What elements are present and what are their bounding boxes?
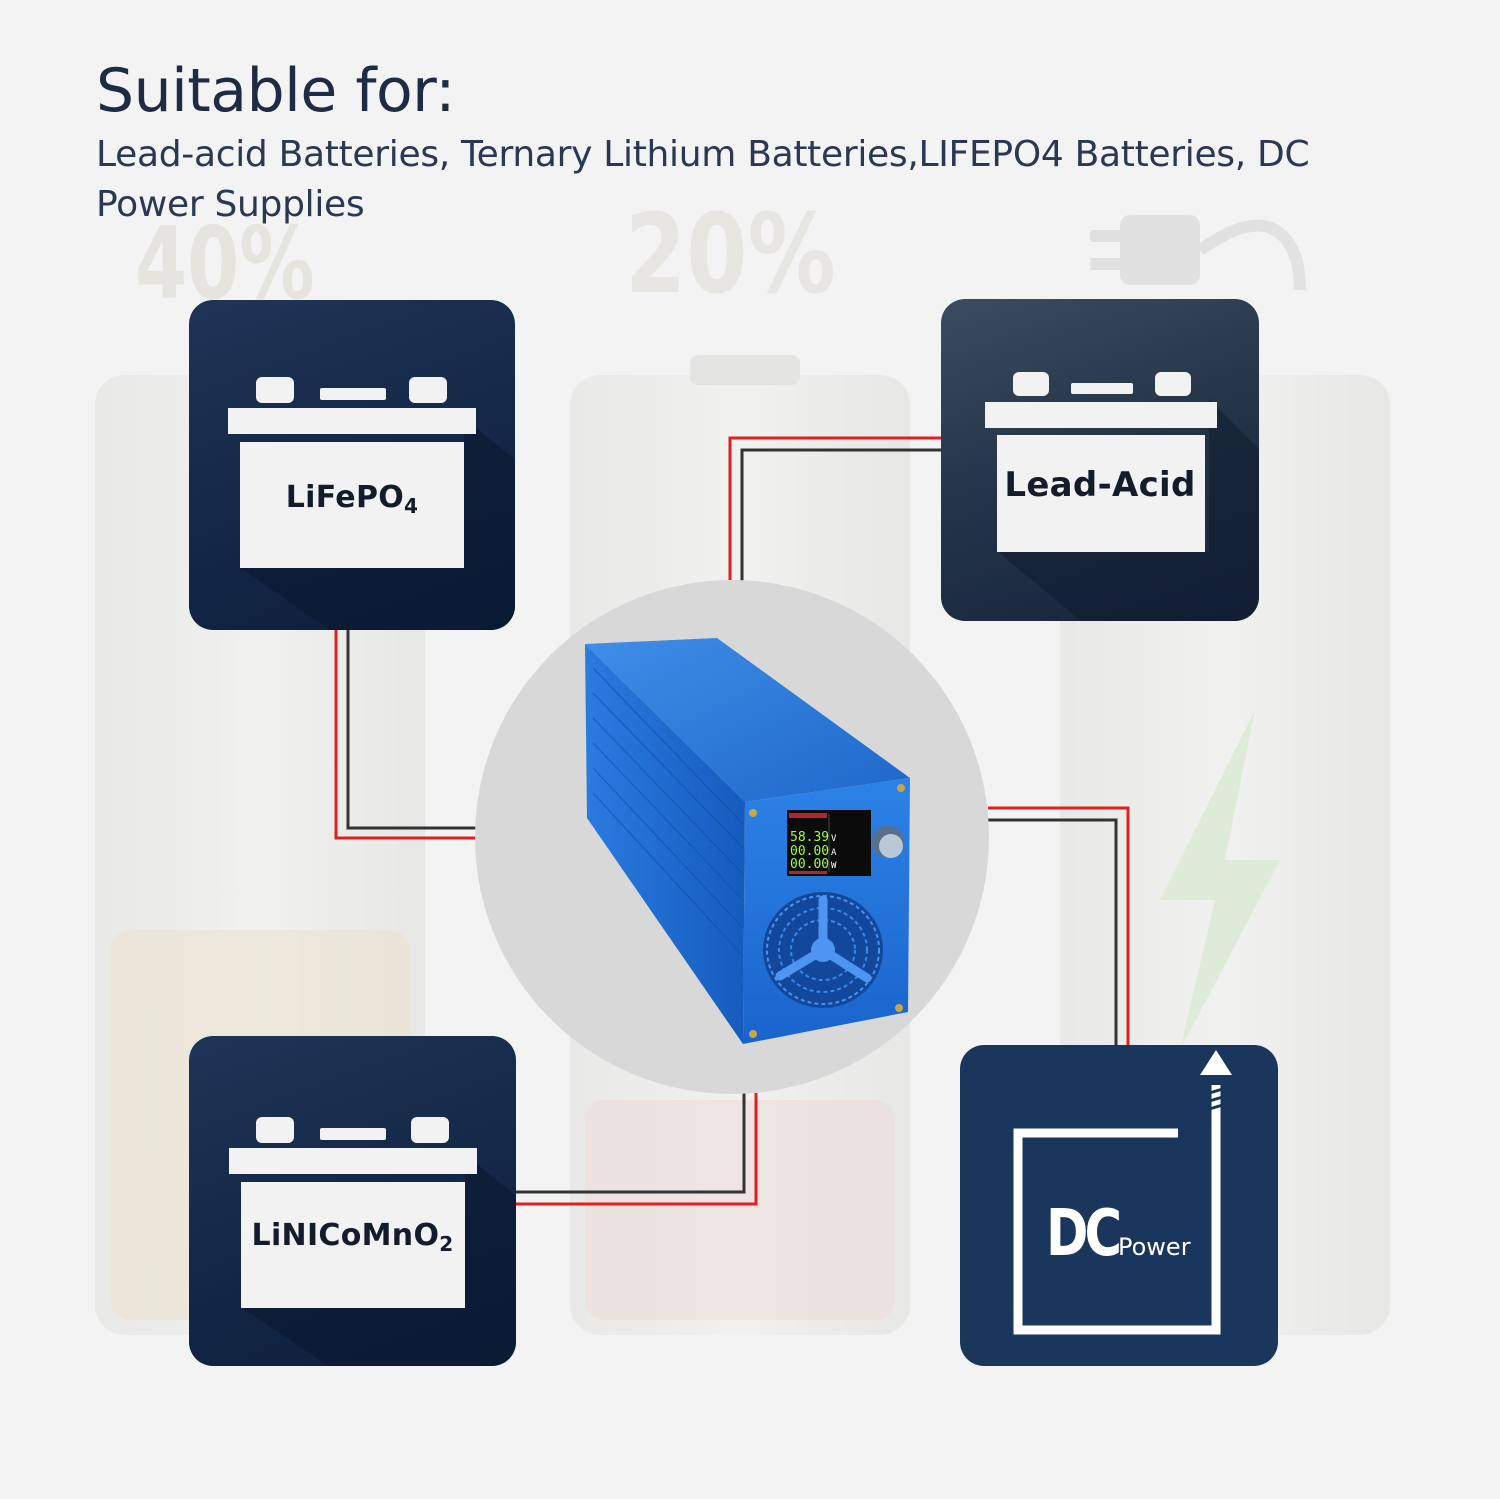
dc-label: DC <box>1046 1197 1122 1271</box>
tile-long-shadow <box>997 399 1259 621</box>
charger-device: 58.39 00.00 00.00 V A W <box>585 638 910 1044</box>
battery-icon <box>228 377 476 568</box>
battery-icon <box>229 1117 477 1308</box>
background-percent-middle: 20% <box>625 190 836 318</box>
lifepo4-battery-tile: LiFePO4 <box>189 300 515 630</box>
battery-icon <box>985 372 1217 552</box>
dc-power-icon <box>1013 1050 1232 1335</box>
linicomno2-label: LiNICoMnO2 <box>251 1218 454 1256</box>
tile-long-shadow <box>242 1154 516 1366</box>
voltage-readout: 58.39 <box>790 830 829 845</box>
power-unit: W <box>831 861 837 871</box>
lifepo4-label: LiFePO4 <box>285 480 419 518</box>
power-label: Power <box>1118 1233 1191 1261</box>
current-readout: 00.00 <box>790 844 829 859</box>
dc-power-tile: DC Power <box>960 1045 1278 1366</box>
tile-long-shadow <box>241 418 515 630</box>
fan-grille <box>763 892 883 1008</box>
page-title: Suitable for: <box>96 56 455 126</box>
lead-acid-battery-tile: Lead-Acid <box>941 299 1259 621</box>
current-unit: A <box>831 848 837 858</box>
voltage-unit: V <box>831 834 837 844</box>
page-subtitle: Lead-acid Batteries, Ternary Lithium Bat… <box>96 134 1310 225</box>
linicomno2-battery-tile: LiNICoMnO2 <box>189 1036 516 1366</box>
power-readout: 00.00 <box>790 857 829 872</box>
lead-acid-label: Lead-Acid <box>1004 465 1196 505</box>
